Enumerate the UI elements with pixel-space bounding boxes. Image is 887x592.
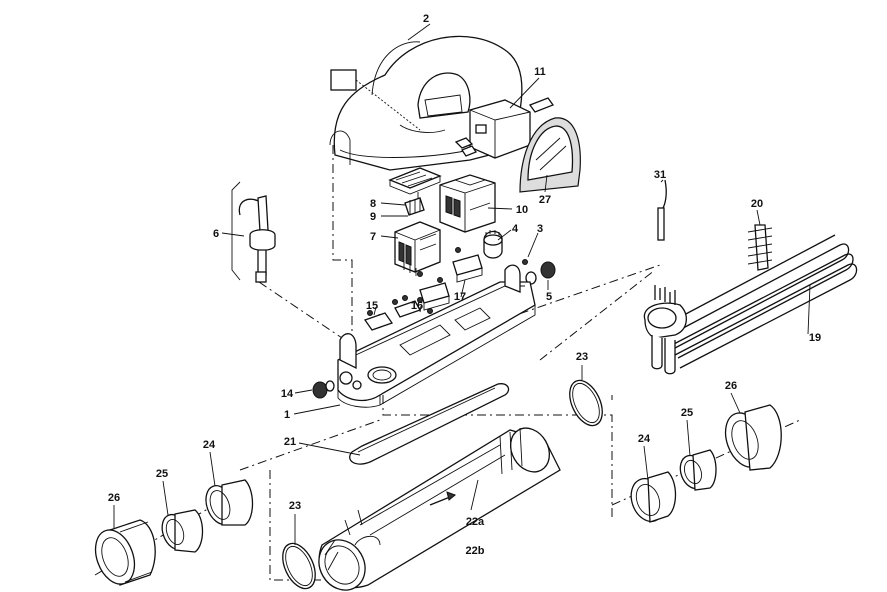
left-union-set bbox=[94, 479, 254, 586]
flow-switch bbox=[231, 181, 276, 283]
label-24-right: 24 bbox=[638, 433, 651, 445]
label-20: 20 bbox=[751, 198, 763, 210]
label-15: 15 bbox=[366, 300, 378, 312]
housing-gasket bbox=[349, 383, 510, 465]
label-19: 19 bbox=[809, 332, 821, 344]
label-21: 21 bbox=[284, 436, 296, 448]
label-22b: 22b bbox=[466, 545, 485, 557]
o-rings bbox=[282, 379, 603, 590]
label-9: 9 bbox=[370, 211, 376, 223]
label-7: 7 bbox=[370, 231, 376, 243]
label-4: 4 bbox=[512, 223, 519, 235]
mounting-brackets bbox=[419, 254, 483, 311]
label-16: 16 bbox=[411, 300, 423, 312]
label-14: 14 bbox=[281, 388, 294, 400]
label-23-left: 23 bbox=[289, 500, 301, 512]
leader-lines bbox=[113, 23, 811, 545]
label-17: 17 bbox=[454, 291, 466, 303]
label-25-left: 25 bbox=[156, 468, 168, 480]
label-11: 11 bbox=[534, 66, 546, 78]
cable-gland-left bbox=[312, 380, 335, 399]
label-26-right: 26 bbox=[725, 380, 737, 392]
thermostat-dial bbox=[483, 230, 503, 259]
display-window bbox=[519, 117, 581, 193]
label-22a: 22a bbox=[466, 516, 485, 528]
cover-label-plate bbox=[330, 69, 357, 91]
label-27: 27 bbox=[539, 194, 551, 206]
temperature-sensor bbox=[657, 179, 667, 241]
base-housing bbox=[337, 264, 536, 408]
element-clip bbox=[747, 224, 773, 271]
control-module bbox=[454, 97, 555, 159]
label-8: 8 bbox=[370, 198, 376, 210]
label-25-right: 25 bbox=[681, 407, 693, 419]
heating-element bbox=[643, 234, 858, 375]
label-3: 3 bbox=[537, 223, 543, 235]
right-union-set bbox=[630, 404, 782, 523]
bridge-clips bbox=[404, 192, 425, 216]
label-24-left: 24 bbox=[203, 439, 216, 451]
overload-relay bbox=[394, 221, 441, 276]
contactor bbox=[439, 174, 496, 233]
label-1: 1 bbox=[284, 409, 290, 421]
clamp-plates bbox=[363, 300, 421, 331]
label-5: 5 bbox=[546, 291, 552, 303]
label-2: 2 bbox=[423, 13, 429, 25]
cable-gland-right bbox=[525, 261, 556, 285]
terminal-cover bbox=[388, 167, 442, 195]
label-26-left: 26 bbox=[108, 492, 120, 504]
callout-labels: 2 11 27 10 8 9 7 4 3 5 17 16 15 6 14 1 2… bbox=[108, 13, 821, 557]
label-6: 6 bbox=[213, 228, 219, 240]
label-23-right: 23 bbox=[576, 351, 588, 363]
flow-cell-body bbox=[318, 427, 561, 591]
label-31: 31 bbox=[654, 169, 666, 181]
label-10: 10 bbox=[516, 204, 528, 216]
